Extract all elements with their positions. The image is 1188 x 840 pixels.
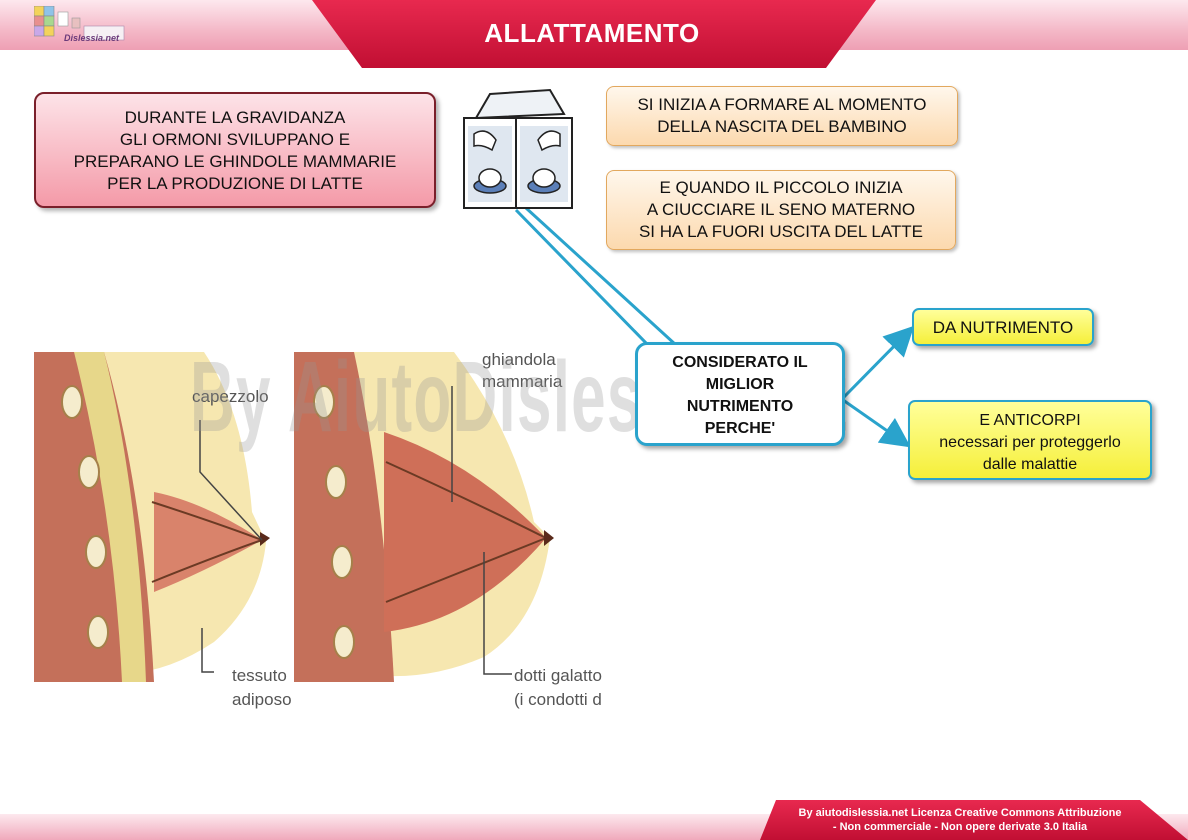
pregnancy-line-3: PREPARANO LE GHINDOLE MAMMARIE (73, 152, 397, 171)
license-line-2: - Non commerciale - Non opere derivate 3… (832, 821, 1088, 833)
license-text: By aiutodislessia.net Licenza Creative C… (760, 806, 1160, 834)
best-nutrition-box: CONSIDERATO IL MIGLIOR NUTRIMENTO PERCHE… (635, 342, 845, 446)
label-ducts-1: dotti galatto (514, 666, 602, 685)
suck-box: E QUANDO IL PICCOLO INIZIA A CIUCCIARE I… (606, 170, 956, 250)
label-ducts-2: (i condotti d (514, 690, 602, 709)
label-fat-1: tessuto (232, 666, 287, 685)
arrow-to-nutrition (841, 325, 915, 400)
nutrition-label: DA NUTRIMENTO (932, 318, 1074, 337)
header-title-shape (312, 0, 876, 68)
suck-line-3: SI HA LA FUORI USCITA DEL LATTE (638, 222, 924, 241)
pregnancy-line-4: PER LA PRODUZIONE DI LATTE (107, 174, 363, 193)
suck-line-2: A CIUCCIARE IL SENO MATERNO (646, 200, 916, 219)
center-line-4: PERCHE' (704, 420, 776, 437)
label-gland-1: ghiandola (482, 350, 556, 369)
birth-box: SI INIZIA A FORMARE AL MOMENTO DELLA NAS… (606, 86, 958, 146)
pregnancy-line-2: GLI ORMONI SVILUPPANO E (119, 130, 351, 149)
label-fat-2: adiposo (232, 690, 292, 709)
antibodies-line-1: E ANTICORPI (979, 412, 1081, 429)
antibodies-line-3: dalle malattie (982, 456, 1078, 473)
logo-icon (34, 6, 125, 41)
center-line-1: CONSIDERATO IL (672, 354, 808, 371)
label-gland-2: mammaria (482, 372, 563, 391)
page-title: ALLATTAMENTO (484, 18, 700, 48)
label-nipple: capezzolo (192, 387, 269, 406)
center-line-2: MIGLIOR (705, 376, 775, 393)
arrow-to-antibodies (842, 398, 911, 448)
center-line-3: NUTRIMENTO (686, 398, 794, 415)
logo-text: Dislessia.net (64, 33, 120, 43)
birth-line-1: SI INIZIA A FORMARE AL MOMENTO (637, 95, 927, 114)
pregnancy-box: DURANTE LA GRAVIDANZA GLI ORMONI SVILUPP… (34, 92, 436, 208)
footer-band (0, 800, 1188, 840)
breast-anatomy-illustration (34, 352, 554, 682)
suck-line-1: E QUANDO IL PICCOLO INIZIA (659, 178, 903, 197)
antibodies-line-2: necessari per proteggerlo (939, 434, 1121, 451)
pregnancy-line-1: DURANTE LA GRAVIDANZA (124, 108, 346, 127)
milk-carton-icon (463, 88, 573, 209)
nutrition-box: DA NUTRIMENTO (912, 308, 1094, 346)
birth-line-2: DELLA NASCITA DEL BAMBINO (657, 117, 907, 136)
antibodies-box: E ANTICORPI necessari per proteggerlo da… (908, 400, 1152, 480)
license-line-1: By aiutodislessia.net Licenza Creative C… (798, 807, 1122, 819)
